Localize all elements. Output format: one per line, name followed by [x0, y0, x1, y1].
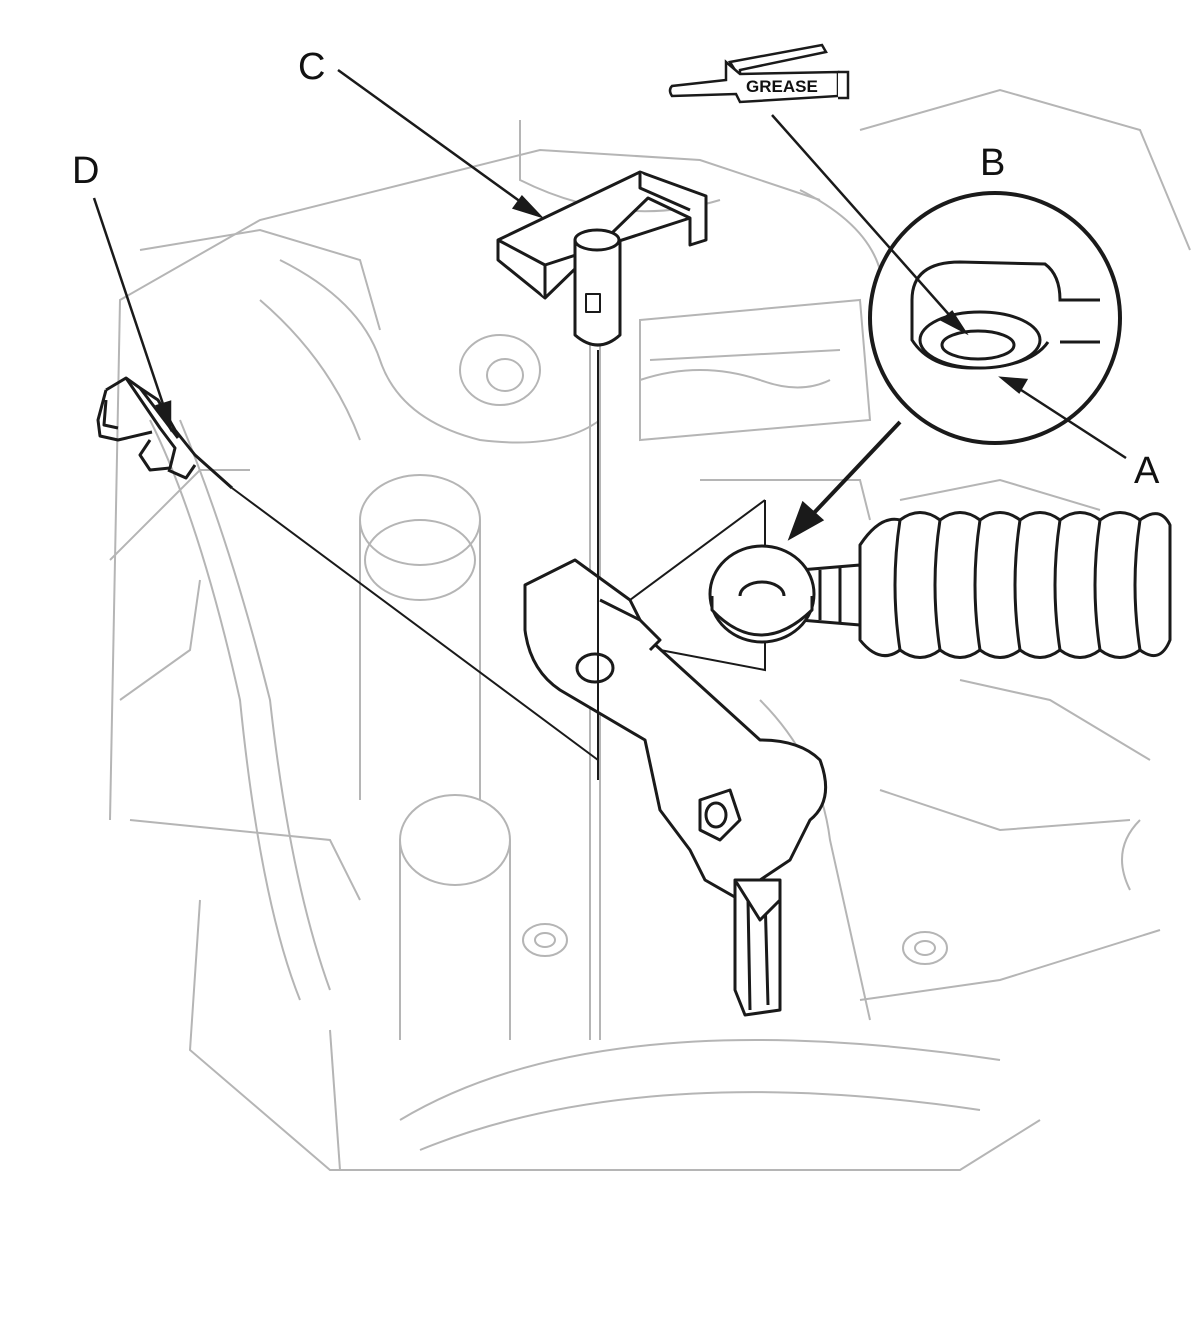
callout-c-label: C [298, 46, 326, 88]
callout-b-label: B [980, 142, 1006, 184]
lock-pin-tool [496, 170, 708, 780]
spring-clip [96, 376, 233, 490]
detail-magnifier-circle [868, 191, 1122, 445]
transmission-housing-background [109, 88, 1191, 1171]
callout-leaders [92, 68, 1127, 541]
callout-d-label: D [72, 150, 100, 192]
shift-lever [523, 558, 828, 1017]
grease-gun-icon: GREASE [668, 43, 850, 104]
grease-label: GREASE [746, 77, 818, 96]
shift-cable-end [708, 511, 1172, 659]
callout-a-label: A [1134, 450, 1160, 492]
